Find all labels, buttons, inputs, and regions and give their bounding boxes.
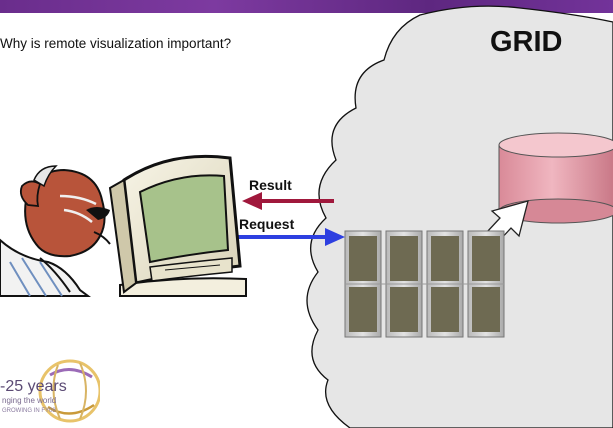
- database-icon: [498, 132, 613, 224]
- grid-cloud: [306, 5, 613, 428]
- logo-subtagline: GROWING IN FY08: [2, 408, 56, 414]
- request-label: Request: [239, 216, 295, 232]
- result-label: Result: [249, 177, 292, 193]
- user-figure-icon: [0, 165, 111, 297]
- result-arrow: [242, 192, 334, 210]
- slide-question: Why is remote visualization important?: [0, 36, 232, 51]
- request-arrow: [238, 228, 345, 246]
- grid-title: GRID: [490, 26, 563, 58]
- logo-years-text: -25 years: [0, 378, 67, 395]
- anniversary-logo: [38, 359, 100, 423]
- compute-cluster-icon: [344, 230, 505, 338]
- monitor-icon: [108, 154, 247, 297]
- logo-tagline: nging the world: [2, 396, 57, 405]
